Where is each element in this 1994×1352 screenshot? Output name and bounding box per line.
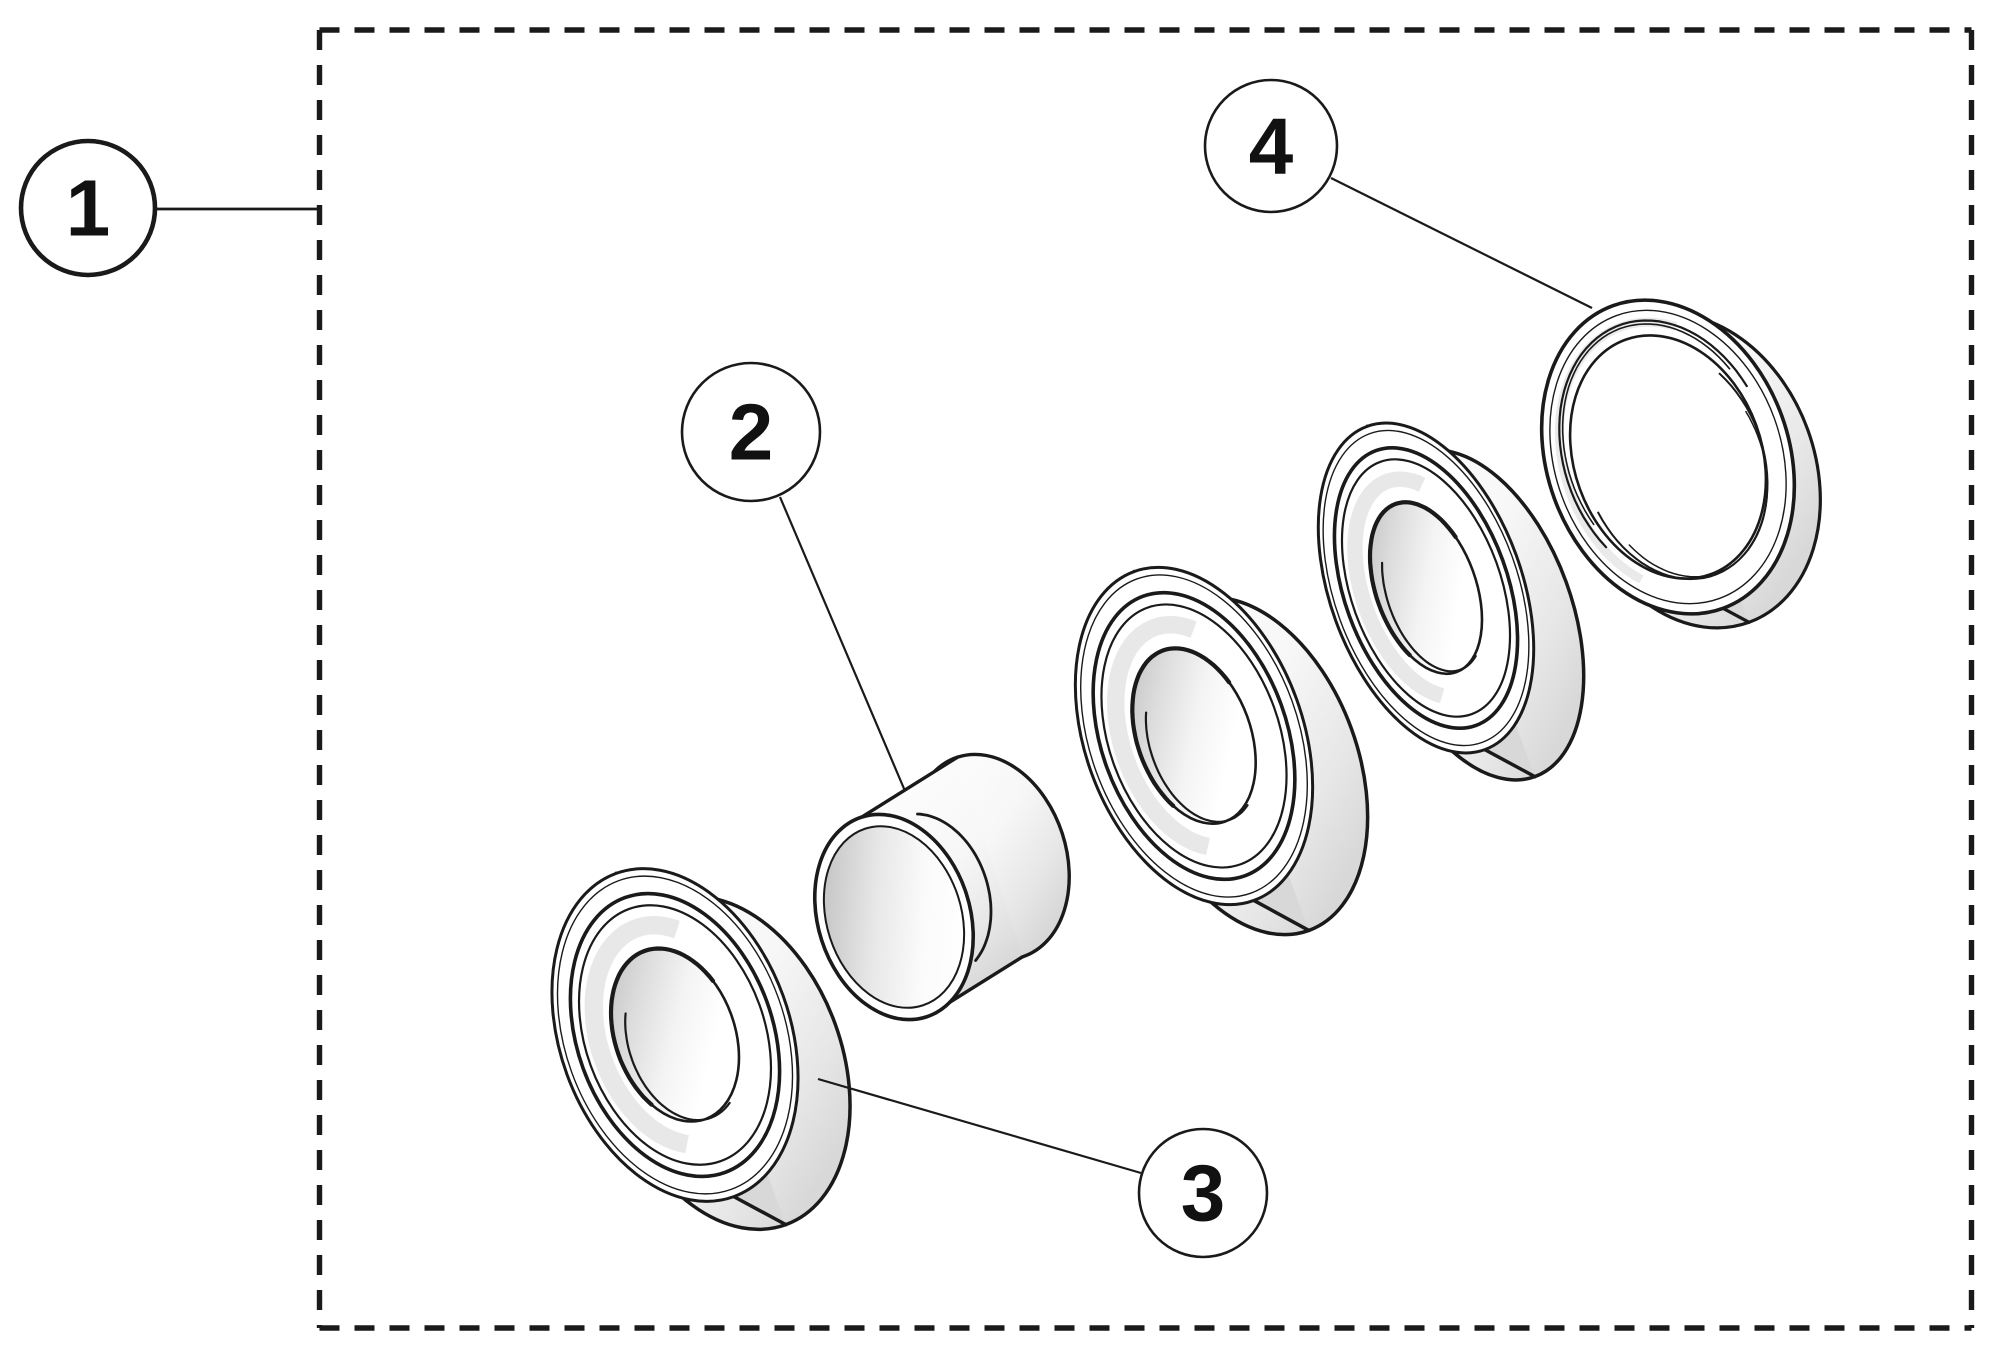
- bearing-inner-ring-inner-edge: [577, 904, 773, 1166]
- bearing-bore-rim: [608, 946, 716, 1107]
- bearing-bore-far-edge: [1144, 711, 1249, 823]
- callouts-layer: 1 2 3 4: [18, 78, 1339, 1259]
- part-bearing-front: [550, 867, 852, 1232]
- spacer-body-silhouette: [859, 755, 960, 819]
- bearing-body-silhouette: [732, 1194, 788, 1227]
- bearing-inner-ring-outer-edge: [1091, 590, 1297, 882]
- leader-lines: [155, 177, 1593, 1175]
- spacer-far-opening-edge: [916, 812, 993, 962]
- assembly-boundary-box: [316, 27, 1975, 1331]
- bearing-bore-rim: [1367, 500, 1458, 658]
- bearing-body-silhouette: [1252, 898, 1311, 933]
- leader-line-2: [778, 496, 907, 792]
- seal-lip-top: [1561, 323, 1731, 526]
- bearing-face-shading: [1347, 471, 1445, 704]
- bearing-body-silhouette: [1483, 747, 1537, 779]
- seal-lip-bottom-2: [1628, 410, 1769, 578]
- bearing-inner-ring-inner-edge: [1100, 603, 1288, 869]
- callout-2-label: 2: [729, 388, 774, 477]
- seal-spring-edge-top: [1558, 319, 1748, 549]
- parts-layer: [550, 298, 1822, 1232]
- callout-3-label: 3: [1181, 1149, 1226, 1238]
- bearing-bore-far-edge: [1381, 561, 1477, 673]
- bearing-inner-ring-outer-edge: [1332, 446, 1520, 730]
- bearing-bore-rim: [1130, 646, 1232, 808]
- part-seal-ring: [1539, 298, 1822, 630]
- bearing-chamfer-line: [1080, 574, 1308, 898]
- bearing-chamfer-line: [1322, 429, 1530, 747]
- bearing-face-shading: [584, 915, 689, 1154]
- callout-4-circle: [1203, 78, 1339, 214]
- seal-body-silhouette: [1721, 606, 1751, 624]
- spacer-bore: [822, 825, 966, 1009]
- bearing-chamfer-line: [556, 875, 794, 1195]
- bearing-inner-ring-outer-edge: [568, 891, 782, 1179]
- part-spacer-sleeve: [812, 752, 1071, 1022]
- callout-1-label: 1: [66, 164, 111, 253]
- callout-1-circle: [18, 138, 158, 278]
- bearing-face-shading: [1106, 615, 1210, 855]
- callout-2-circle: [680, 361, 822, 503]
- callout-4: 4: [1203, 78, 1339, 214]
- bearing-bore-far-edge: [624, 1012, 731, 1122]
- callout-3-circle: [1137, 1127, 1269, 1259]
- leader-line-4: [1330, 177, 1593, 309]
- callout-4-label: 4: [1249, 102, 1294, 191]
- callout-1: 1: [18, 138, 158, 278]
- callout-3: 3: [1137, 1127, 1269, 1259]
- leader-line-3: [817, 1077, 1142, 1175]
- part-bearing-middle: [1073, 565, 1370, 937]
- bearing-inner-ring-inner-edge: [1340, 458, 1512, 718]
- seal-face-line: [1549, 309, 1787, 605]
- part-bearing-rear: [1316, 421, 1586, 782]
- callout-2: 2: [680, 361, 822, 503]
